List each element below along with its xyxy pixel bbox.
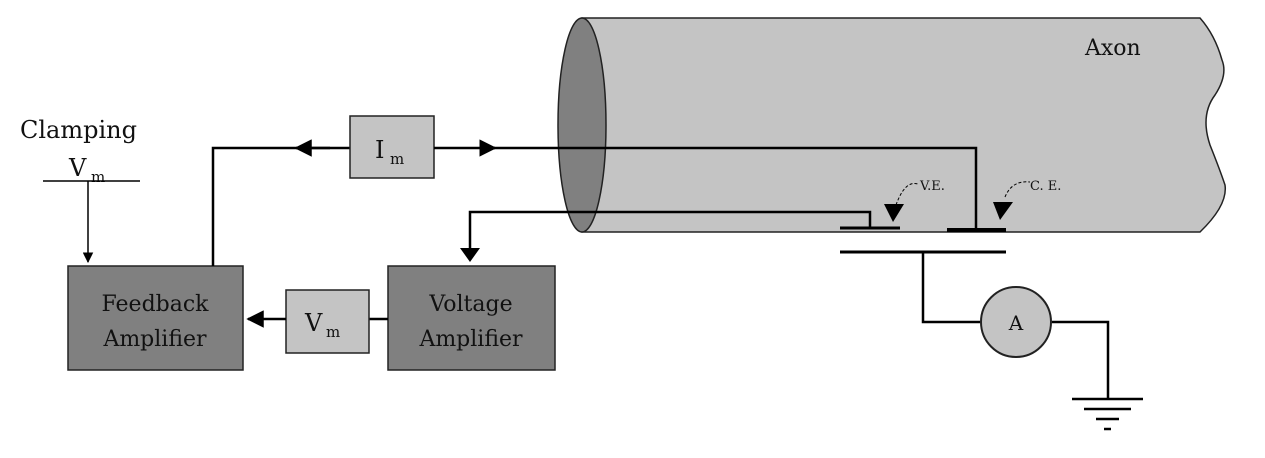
current-electrode: C. E.: [947, 179, 1061, 232]
im-box: [349, 115, 435, 179]
im-main: I: [375, 136, 384, 164]
voltage-amplifier-line2: Amplifier: [418, 327, 523, 352]
im-signal: I m: [211, 115, 978, 266]
ve-pointer: [895, 182, 919, 206]
voltage-electrode: V.E.: [840, 179, 945, 230]
vm-main: V: [304, 309, 323, 337]
ve-arrowhead: [884, 204, 904, 222]
clamping-vm-sub: m: [91, 168, 105, 186]
voltage-amplifier: Voltage Amplifier: [387, 265, 556, 371]
ammeter-circuit: A: [840, 250, 1143, 431]
ammeter-out-wire: [1052, 320, 1110, 398]
axon: Axon: [557, 17, 1227, 233]
vm-sub: m: [326, 323, 340, 341]
current-electrode-wire: [490, 146, 978, 228]
vm-box: [285, 289, 370, 354]
ve-wire: [468, 210, 872, 260]
clamping-label: Clamping: [20, 116, 137, 144]
axon-cross-section: [557, 17, 607, 233]
feedback-amplifier-line2: Amplifier: [102, 327, 207, 352]
ammeter-in-wire: [921, 252, 980, 324]
feedback-output-wire: [211, 146, 350, 266]
voltage-electrode-wire: [460, 210, 872, 262]
ce-label: C. E.: [1030, 179, 1061, 194]
axon-label: Axon: [1084, 36, 1141, 61]
im-sub: m: [390, 150, 404, 168]
axon-body: [581, 17, 1227, 233]
voltage-amplifier-box: [387, 265, 556, 371]
clamping-vm-main: V: [68, 154, 87, 182]
voltage-amplifier-line1: Voltage: [428, 292, 512, 317]
ce-arrowhead: [993, 202, 1013, 220]
feedback-amplifier: Feedback Amplifier: [67, 265, 244, 371]
ve-label: V.E.: [919, 179, 945, 194]
feedback-amplifier-line1: Feedback: [101, 292, 209, 317]
feedback-amplifier-box: [67, 265, 244, 371]
ammeter-label: A: [1008, 311, 1024, 335]
ve-wire-arrowhead: [460, 248, 480, 262]
ground-icon: [1072, 397, 1143, 431]
vm-signal: V m: [246, 289, 388, 354]
ce-pointer: [1004, 181, 1031, 198]
ammeter: [980, 286, 1052, 358]
clamping-vm: Clamping V m: [20, 116, 140, 264]
